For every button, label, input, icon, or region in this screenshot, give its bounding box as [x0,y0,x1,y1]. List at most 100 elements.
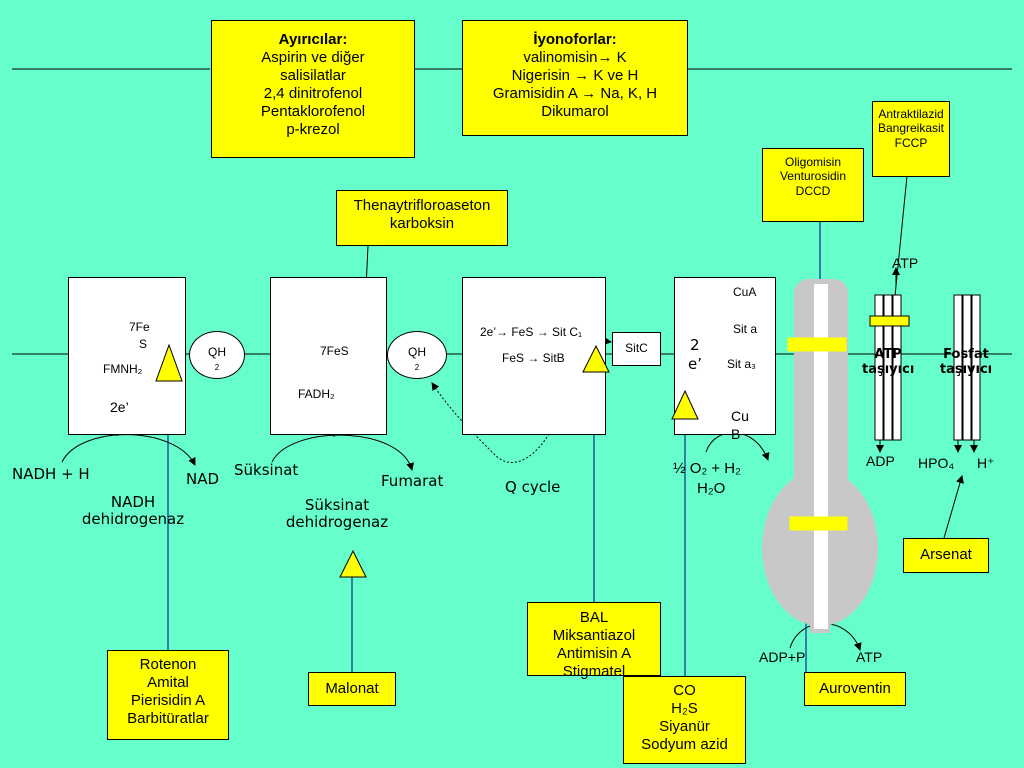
complex-2-name: Süksinat dehidrogenaz [282,496,392,532]
malonate-label: Malonat [325,680,379,697]
c1-inhibitor-triangle [155,344,183,382]
cytochrome-c-label: SitC [625,341,648,355]
quinone-sub: 2 [214,363,220,372]
reaction-half: ½ [673,460,686,477]
atp-carrier-label-line: taşıyıcı [862,361,915,377]
ionophores-box: İyonoforlar: valinomisin→ K Nigerisin → … [462,20,688,136]
complex-3-box [462,277,606,435]
malonate-box: Malonat [308,672,396,706]
nadh-label: NADH + H [12,465,90,483]
ionophores-item: valinomisin→ K [523,49,627,66]
complex-2-name-line: Süksinat [304,496,370,514]
co-item: CO [673,682,696,699]
c4-electron-label: e’ [688,355,702,373]
oligomycin-item: Oligomisin [784,155,841,169]
c4-inhibitor-triangle [671,390,699,420]
complex-2-name-line: dehidrogenaz [285,513,389,532]
complex-2-box [270,277,387,435]
cytochrome-c-box: SitC [612,332,661,366]
sit-a3-label: Sit a₃ [727,357,756,371]
arsenate-box: Arsenat [903,538,989,573]
bal-item: Miksantiazol [552,627,636,644]
rotenone-item: Rotenon [139,656,197,673]
quinone-oval-2: QH 2 [387,331,447,379]
complex-1-name-line: NADH [110,493,156,511]
atractyloside-item: Antraktilazid [878,107,944,121]
uncouplers-box: Ayırıcılar: Aspirin ve diğer salisilatla… [211,20,415,158]
c3-row-1: 2e’→ FeS → Sit C₁ [480,325,583,339]
c3-inhibitor-triangle [582,345,610,373]
succinate-label: Süksinat [234,461,299,479]
cub-label: Cu [731,408,749,424]
atractyloside-box: Antraktilazid Bangreikasit FCCP [872,101,950,177]
atractyloside-item: Bangreikasit [877,121,945,136]
uncouplers-item: Pentaklorofenol [260,103,366,120]
oligomycin-box: Oligomisin Venturosidin DCCD [762,148,864,222]
quinone-sub: 2 [414,363,420,372]
water-label: H₂O [697,480,726,497]
nad-label: NAD [186,470,220,488]
rotenone-item: Pierisidin A [130,692,206,709]
thenoyl-item: Thenaytrifloroaseton [353,197,491,214]
rotenone-item: Amital [147,674,189,691]
atp-carrier-label-line: ATP [874,347,902,362]
uncouplers-item: salisilatlar [280,67,346,84]
c2-fad-label: FADH₂ [298,387,335,401]
aurovertin-label: Auroventin [819,680,891,697]
oligomycin-item: DCCD [795,183,831,198]
bal-item: Antimisin A [556,645,632,662]
complex-1-name: NADH dehidrogenaz [80,493,186,529]
ionophores-item: Nigerisin → K ve H [511,67,639,84]
atractyloside-item: FCCP [894,135,928,150]
complex-1-name-line: dehidrogenaz [81,510,185,529]
arsenate-label: Arsenat [920,546,972,563]
phosphate-carrier-label-line: Fosfat [943,347,989,362]
bal-box: BAL Miksantiazol Antimisin A Stigmatel [527,602,661,680]
oligomycin-item: Venturosidin [779,169,847,184]
ionophores-title: İyonoforlar: [533,31,617,48]
c1-fes-label: 7Fe [129,320,150,334]
carrier-adp-label: ADP [866,453,895,469]
rotenone-box: Rotenon Amital Pierisidin A Barbitüratla… [107,650,229,740]
bal-item: BAL [579,609,609,626]
hpo4-label: HPO₄ [918,455,955,471]
co-item: Siyanür [659,718,710,735]
co-item: H₂S [671,700,698,717]
synthase-atp-label: ATP [856,649,883,665]
carrier-atp-label: ATP [892,255,919,271]
c1-fes-s-label: S [139,337,148,351]
c1-electrons-label: 2e’ [110,399,129,415]
uncouplers-title: Ayırıcılar: [278,31,348,48]
uncouplers-item: 2,4 dinitrofenol [263,85,363,102]
atp-carrier-label: ATP taşıyıcı [862,347,915,378]
proton-label: H⁺ [977,455,995,471]
bal-item: Stigmatel [562,663,626,680]
fumarate-label: Fumarat [381,472,444,490]
quinone-label: QH [408,345,426,359]
thenoyl-item: karboksin [389,215,455,232]
co-box: CO H₂S Siyanür Sodyum azid [623,676,746,764]
ionophores-item: Dikumarol [541,103,609,120]
malonate-triangle [339,550,367,578]
thenoyl-box: Thenaytrifloroaseton karboksin [336,190,508,246]
phosphate-carrier-label: Fosfat taşıyıcı [935,347,997,378]
uncouplers-item: Aspirin ve diğer [261,49,365,66]
quinone-label: QH [208,345,226,359]
adp-p-label: ADP+P [759,649,806,665]
co-item: Sodyum azid [641,736,728,753]
ionophores-item: Gramisidin A → Na, K, H [492,85,658,102]
c3-row-2: FeS → SitB [502,351,565,365]
aurovertin-box: Auroventin [804,672,906,706]
q-cycle-label: Q cycle [505,478,561,496]
reaction-rest: O₂ + H₂ [689,460,741,477]
cua-label: CuA [733,285,757,299]
sit-a-label: Sit a [733,322,758,336]
quinone-oval-1: QH 2 [189,331,245,379]
c2-fes-label: 7FeS [320,344,349,358]
c1-fmn-label: FMNH₂ [103,362,143,376]
phosphate-carrier-label-line: taşıyıcı [939,361,993,377]
uncouplers-item: p-krezol [286,121,340,138]
oxygen-reaction: ½ O₂ + H₂ [673,460,741,477]
